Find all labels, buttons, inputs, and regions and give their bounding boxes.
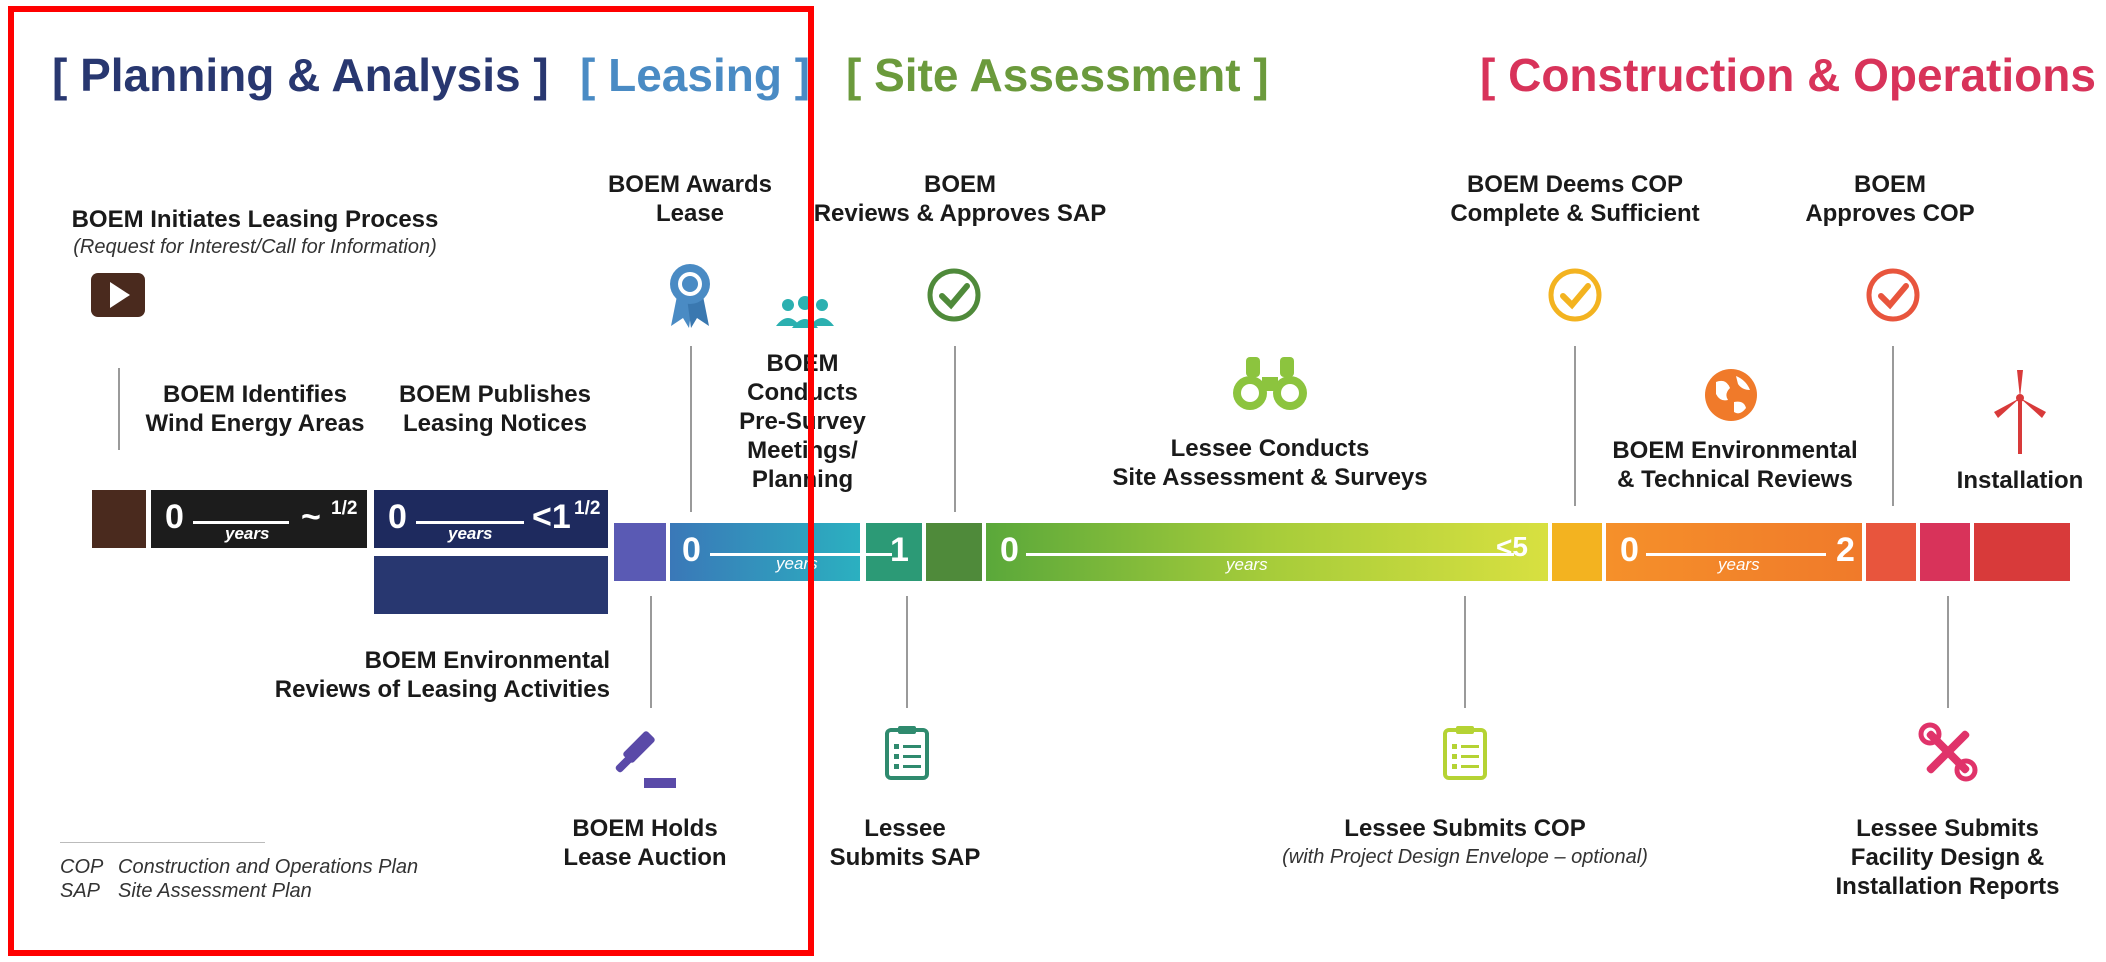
- duration-presurvey: 0: [670, 523, 860, 581]
- connector-line: [1947, 596, 1949, 708]
- binoculars-icon: [1230, 355, 1310, 418]
- clipboard-icon-lime: [1442, 724, 1488, 785]
- connector-line: [118, 368, 120, 450]
- connector-line: [1892, 346, 1894, 506]
- check-circle-icon-red: [1866, 268, 1920, 327]
- timeline-block-navy: [374, 556, 608, 614]
- phase-leasing-title: [ Leasing ]: [580, 49, 811, 101]
- clipboard-icon-teal: [884, 724, 930, 785]
- duration-survey-unit: years: [1226, 555, 1268, 574]
- connector-line: [650, 596, 652, 708]
- people-icon: [774, 296, 836, 337]
- phase-construction-title: [ Construction & Operations ]: [1480, 49, 2106, 101]
- legend-key: SAP: [60, 880, 101, 902]
- legend-row-cop: COP Construction and Operations Plan: [60, 856, 418, 879]
- legend-row-sap: SAP Site Assessment Plan: [60, 880, 312, 903]
- wind-turbine-icon: [1990, 368, 2050, 459]
- legend-value: Site Assessment Plan: [118, 880, 312, 902]
- check-circle-icon-green: [927, 268, 981, 327]
- duration-line: [193, 521, 289, 524]
- duration-publish-end-sup: 1/2: [574, 498, 601, 519]
- timeline-segment-red: [1974, 523, 2070, 581]
- duration-survey-end: <5: [1496, 531, 1528, 562]
- check-circle-icon-yellow: [1548, 268, 1602, 327]
- legend-value: Construction and Operations Plan: [118, 856, 419, 878]
- duration-identify-end: ~: [301, 498, 321, 536]
- globe-icon: [1704, 368, 1758, 427]
- phase-planning-title: [ Planning & Analysis ]: [52, 49, 549, 101]
- duration-review-end: 2: [1836, 531, 1855, 569]
- play-icon: [90, 272, 146, 323]
- timeline-segment-red-orange: [1866, 523, 1916, 581]
- legend-divider: [60, 842, 265, 843]
- tools-icon: [1918, 722, 1978, 787]
- duration-presurvey-unit: years: [776, 554, 818, 573]
- duration-survey: 0 years <5: [986, 523, 1548, 581]
- duration-line: [416, 521, 524, 524]
- duration-review: 0 years 2: [1606, 523, 1862, 581]
- duration-line: [710, 553, 892, 556]
- duration-line: [1646, 553, 1826, 556]
- connector-line: [1464, 596, 1466, 708]
- label-initiates-sub: (Request for Interest/Call for Informati…: [73, 236, 437, 258]
- label-submits-cop-sub: (with Project Design Envelope – optional…: [1282, 846, 1648, 868]
- connector-line: [906, 596, 908, 708]
- timeline-segment-purple: [614, 523, 666, 581]
- label-submits-cop: Lessee Submits COP: [1344, 815, 1586, 842]
- timeline-segment-yellow: [1552, 523, 1602, 581]
- duration-publish: 0 years <1 1/2: [374, 490, 608, 548]
- timeline-segment-teal: 1: [866, 523, 922, 581]
- duration-presurvey-start: 0: [682, 531, 701, 569]
- connector-line: [690, 346, 692, 512]
- label-installation: Installation: [1956, 467, 2084, 494]
- duration-line: [1026, 553, 1514, 556]
- duration-review-start: 0: [1620, 531, 1639, 569]
- duration-survey-start: 0: [1000, 531, 1019, 569]
- gavel-icon: [608, 726, 680, 795]
- duration-presurvey-end: 1: [890, 531, 909, 569]
- duration-publish-end: <1: [532, 498, 571, 536]
- connector-line: [954, 346, 956, 512]
- legend-key: COP: [60, 856, 104, 878]
- duration-review-unit: years: [1718, 555, 1760, 574]
- phase-site-assessment-title: [ Site Assessment ]: [846, 49, 1269, 101]
- connector-line: [1574, 346, 1576, 506]
- duration-publish-start: 0: [388, 498, 407, 536]
- award-ribbon-icon: [667, 262, 713, 335]
- timeline-block-brown: [92, 490, 146, 548]
- timeline-segment-crimson: [1920, 523, 1970, 581]
- duration-identify-start: 0: [165, 498, 184, 536]
- duration-identify-end-sup: 1/2: [331, 498, 358, 519]
- timeline-segment-green: [926, 523, 982, 581]
- duration-identify: 0 years ~ 1/2: [151, 490, 367, 548]
- duration-publish-unit: years: [448, 524, 493, 543]
- label-initiates-leasing: BOEM Initiates Leasing Process: [71, 206, 439, 233]
- label-env-tech-reviews: BOEM Environmental& Technical Reviews: [1612, 437, 1858, 493]
- duration-identify-unit: years: [225, 524, 270, 543]
